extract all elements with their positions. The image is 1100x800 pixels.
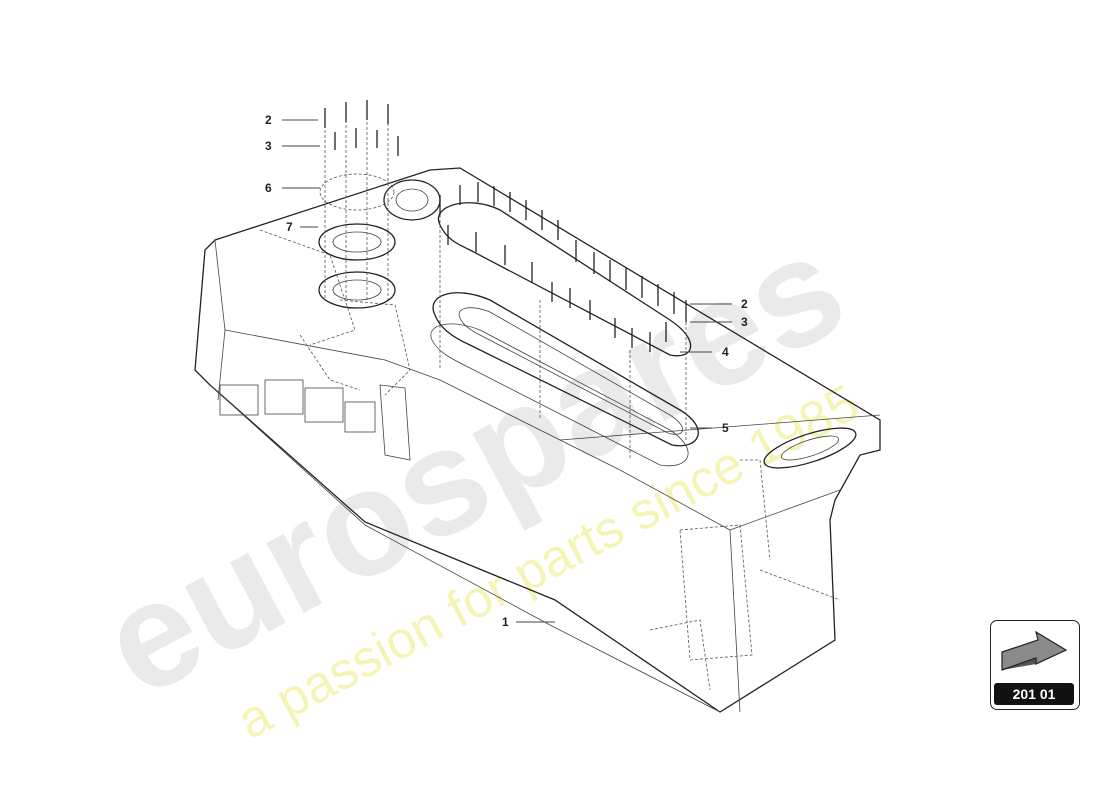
callouts: 2 3 6 7 2 3 4 5 1: [265, 113, 748, 629]
oval-cover-assembly: [430, 182, 699, 467]
callout-6: 6: [265, 181, 272, 195]
callout-1: 1: [502, 615, 509, 629]
callout-2-top: 2: [265, 113, 272, 127]
callout-3-top: 3: [265, 139, 272, 153]
leader-lines: [282, 119, 732, 623]
watermark: eurospares a passion for parts since 198…: [76, 200, 869, 750]
callout-2-right: 2: [741, 297, 748, 311]
bolt-set-b: [439, 182, 687, 460]
fuel-tank-body: [194, 167, 881, 713]
arrow-ref-icon: [1001, 630, 1068, 671]
callout-3-right: 3: [741, 315, 748, 329]
reference-page-label: 201 01: [994, 683, 1074, 705]
callout-5: 5: [722, 421, 729, 435]
bolt-set-a: [324, 100, 399, 300]
round-cover-assembly: [318, 100, 399, 309]
reference-badge[interactable]: 201 01: [990, 620, 1080, 710]
callout-4: 4: [722, 345, 729, 359]
callout-7: 7: [286, 220, 293, 234]
